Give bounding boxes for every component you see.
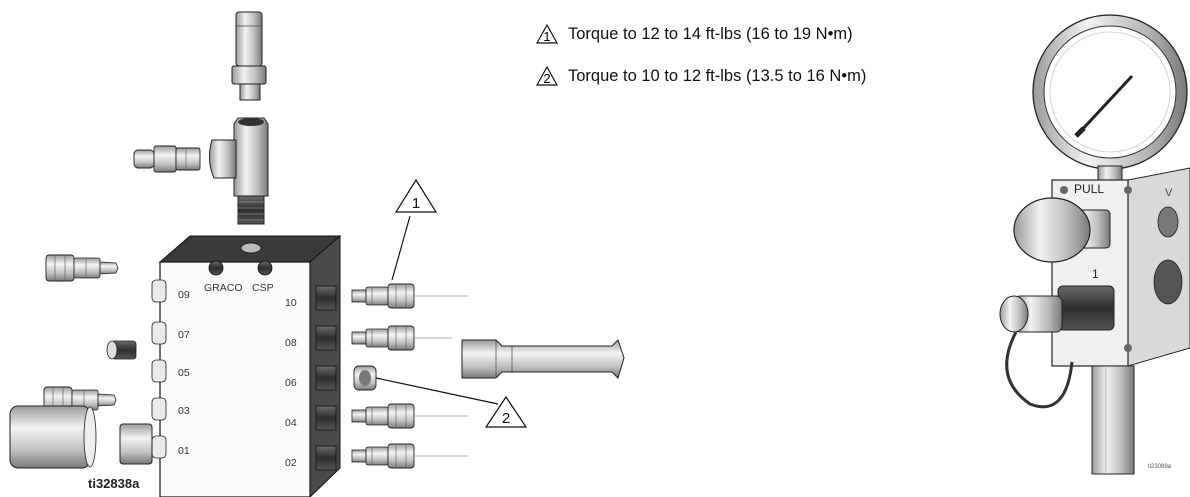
svg-text:2: 2	[543, 71, 550, 86]
port-label-08: 08	[285, 337, 297, 349]
manifold-brand-label: GRACO	[204, 282, 243, 294]
callout-1-triangle	[394, 178, 438, 213]
warning-triangle-icon: 1	[536, 24, 558, 44]
manifold-brand2-label: CSP	[252, 282, 274, 294]
pump-figure-id: ti23089a	[1148, 464, 1172, 470]
port-label-07: 07	[178, 329, 190, 341]
port-label-09: 09	[178, 289, 190, 301]
port-label-04: 04	[285, 417, 297, 429]
torque-note-1: 1 Torque to 12 to 14 ft-lbs (16 to 19 N•…	[536, 24, 853, 44]
port-label-10: 10	[285, 297, 297, 309]
port-label-1: 1	[1092, 267, 1099, 281]
manifold-figure-id: ti32838a	[88, 476, 140, 491]
callout-2-label: 2	[502, 410, 510, 427]
torque-note-1-text: Torque to 12 to 14 ft-lbs (16 to 19 N•m)	[568, 24, 853, 43]
side-label-v: V	[1165, 187, 1173, 199]
svg-text:1: 1	[543, 29, 550, 44]
pull-knob	[1013, 197, 1091, 263]
port-label-01: 01	[178, 445, 190, 457]
port-label-03: 03	[178, 405, 190, 417]
warning-triangle-icon: 2	[536, 66, 558, 86]
callout-2-triangle	[484, 395, 528, 428]
port-label-05: 05	[178, 367, 190, 379]
pull-label: PULL	[1074, 182, 1104, 196]
port-label-02: 02	[285, 457, 297, 469]
torque-note-2-text: Torque to 10 to 12 ft-lbs (13.5 to 16 N•…	[568, 66, 867, 85]
torque-note-2: 2 Torque to 10 to 12 ft-lbs (13.5 to 16 …	[536, 66, 866, 86]
port-label-06: 06	[285, 377, 297, 389]
callout-1-label: 1	[412, 195, 420, 212]
